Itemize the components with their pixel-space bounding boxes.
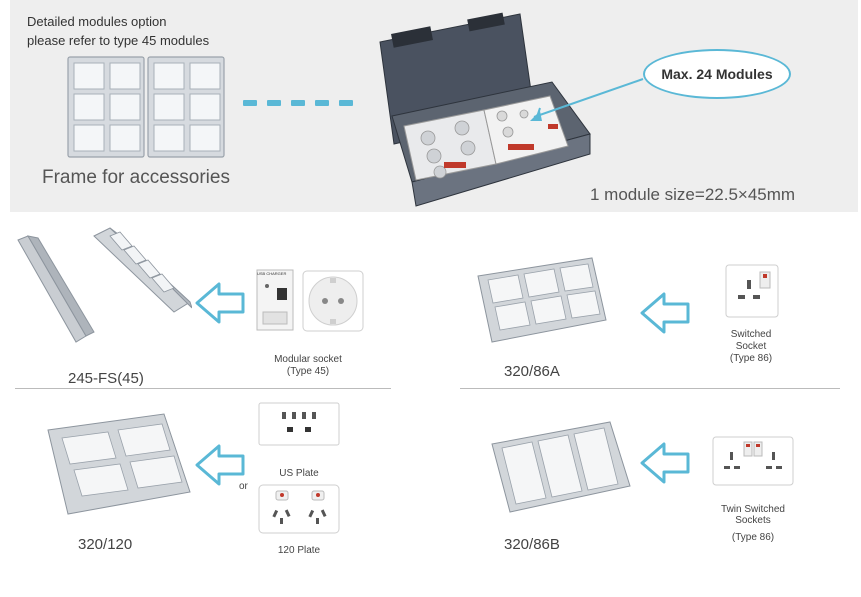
86a-label: 320/86A [504,363,560,380]
86b-socket-caption: Twin Switched Sockets (Type 86) [706,504,800,543]
86b-socket-line-2: Sockets [735,515,771,526]
86b-socket-line-1: Twin Switched [721,504,785,515]
plate-120-caption: 120 Plate [277,545,321,556]
twin-switched-socket-image [712,436,794,486]
86b-label: 320/86B [504,536,560,553]
plate-120-image [258,484,340,534]
accessory-frame-image [67,56,225,158]
modules-note: Detailed modules option please refer to … [27,12,209,50]
p120-arrow [195,444,245,486]
us-plate-image [258,402,340,446]
frame-label: Frame for accessories [42,167,230,188]
note-line-1: Detailed modules option [27,14,167,29]
86b-socket-line-3: (Type 86) [731,532,775,543]
note-line-2: please refer to type 45 modules [27,33,210,48]
schuko-socket-image [302,270,364,332]
86a-arrow [640,292,690,334]
usb-charger-module-image [256,269,294,331]
fs45-socket-caption: Modular socket (Type 45) [248,354,368,378]
us-plate-caption: US Plate [279,468,319,479]
bubble-pointer [530,78,644,121]
module-size-text: 1 module size=22.5×45mm [590,185,796,204]
86a-socket-line-2: Socket [735,341,767,352]
switched-socket-image [725,264,779,318]
86a-socket-line-3: (Type 86) [729,353,773,364]
86a-socket-caption: Switched Socket (Type 86) [706,329,796,365]
fs45-frame-image [17,227,192,343]
fs45-label: 245-FS(45) [68,370,144,387]
86a-frame-image [477,257,607,343]
86b-arrow [640,442,690,484]
usb-charger-text: USB CHARGER [257,271,287,276]
fs45-socket-line-2: (Type 45) [286,366,330,377]
fs45-socket-line-1: Modular socket [274,354,342,365]
floor-box-image [379,12,591,207]
or-text: or [239,481,248,492]
max-modules-bubble: Max. 24 Modules [643,49,791,99]
86a-socket-line-1: Switched [730,329,772,340]
fs45-arrow [195,282,245,324]
left-divider [15,388,391,389]
dashed-connector [243,100,353,106]
p120-label: 320/120 [78,536,133,553]
86b-frame-image [491,421,631,513]
p120-frame-image [47,413,191,515]
right-divider [460,388,840,389]
max-modules-text: Max. 24 Modules [661,66,773,82]
